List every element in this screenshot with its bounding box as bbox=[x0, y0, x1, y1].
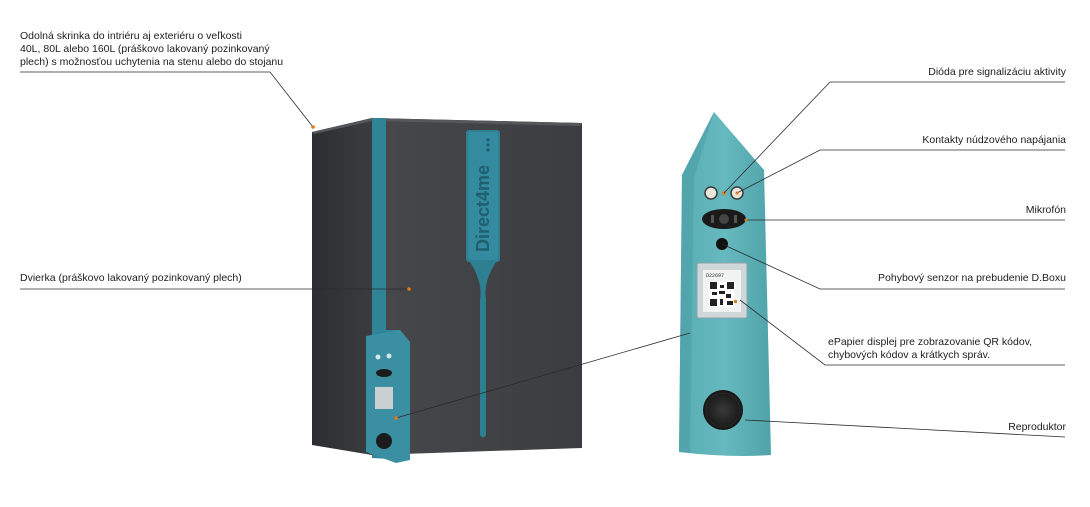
microphone bbox=[702, 209, 746, 229]
cabinet-front bbox=[372, 118, 582, 455]
brand-logo: Direct4me bbox=[473, 165, 493, 252]
contact-left bbox=[704, 186, 718, 200]
epaper-display: D22697 bbox=[696, 262, 748, 319]
label-door: Dvierka (práškovo lakovaný pozinkovaný p… bbox=[20, 272, 242, 284]
leader-diode bbox=[723, 81, 1065, 194]
label-motion-sensor: Pohybový senzor na prebudenie D.Boxu bbox=[878, 272, 1066, 284]
leader-cabinet bbox=[20, 71, 314, 128]
display-code: D22697 bbox=[706, 273, 724, 279]
leader-lines bbox=[20, 71, 1066, 438]
leader-contacts bbox=[736, 149, 1065, 194]
label-epaper: ePapier displej pre zobrazovanie QR kódo… bbox=[828, 336, 1033, 361]
cabinet-side bbox=[312, 118, 372, 455]
label-contacts: Kontakty núdzového napájania bbox=[922, 134, 1066, 146]
leader-panel bbox=[395, 332, 691, 419]
cabinet-top-edge bbox=[312, 118, 582, 134]
cabinet: Direct4me bbox=[312, 118, 582, 463]
cabinet-display bbox=[375, 387, 393, 409]
label-speaker: Reproduktor bbox=[1008, 421, 1066, 433]
leader-speaker bbox=[744, 419, 1066, 438]
leader-dots bbox=[311, 125, 748, 420]
cabinet-speaker bbox=[376, 433, 392, 449]
cabinet-contact bbox=[386, 353, 392, 359]
speaker bbox=[703, 390, 743, 430]
label-microphone: Mikrofón bbox=[1025, 204, 1066, 216]
leader-motion-sensor bbox=[721, 243, 1065, 290]
cabinet-diode bbox=[375, 354, 381, 360]
label-cabinet: Odolná skrinka do intriéru aj exteriéru … bbox=[20, 30, 284, 68]
leader-epaper bbox=[739, 299, 1065, 366]
detail-panel: D22697 bbox=[679, 112, 771, 456]
brand-handle: Direct4me bbox=[466, 130, 500, 438]
label-diode: Dióda pre signalizáciu aktivity bbox=[928, 66, 1066, 78]
cabinet-microphone bbox=[376, 369, 392, 377]
